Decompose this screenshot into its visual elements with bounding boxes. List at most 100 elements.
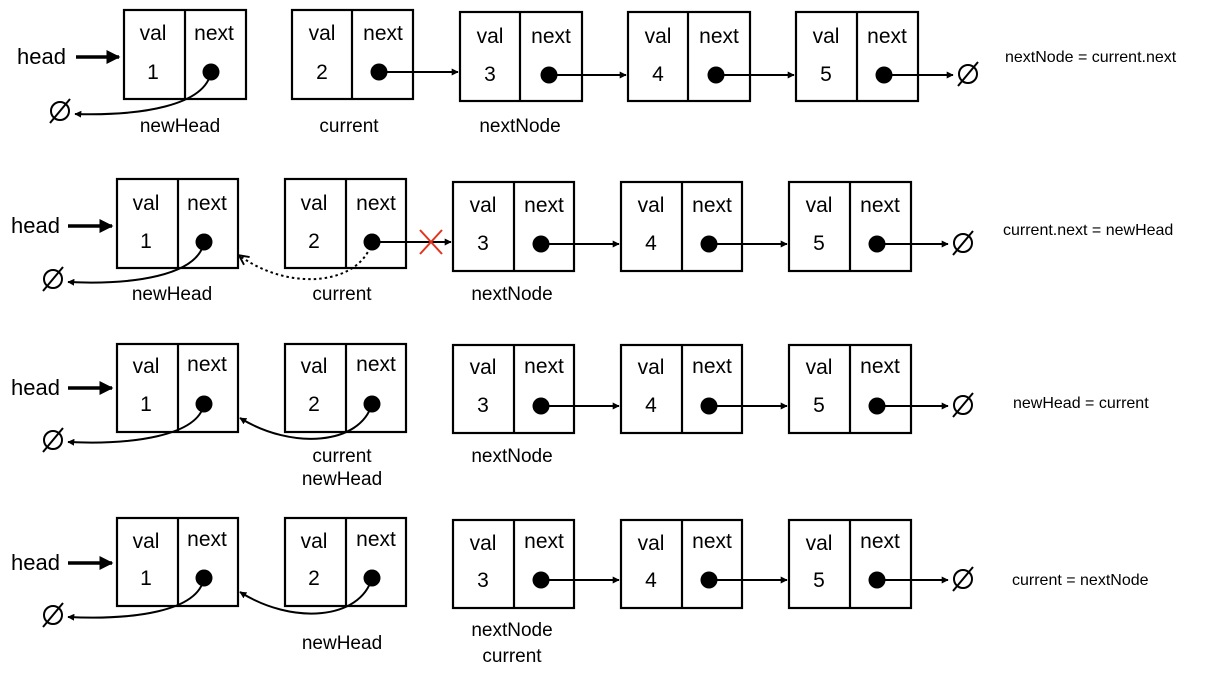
node-4: val next 4 <box>619 343 744 435</box>
val-label: val <box>645 25 672 48</box>
pointer-arrow <box>67 403 205 446</box>
variable-label: nextNode <box>471 620 552 641</box>
val-label: val <box>470 532 497 555</box>
null-icon <box>42 266 64 292</box>
node-5: val next 5 <box>787 518 913 610</box>
node-value: 4 <box>645 394 657 417</box>
step-1: head val next 1 val next 2 <box>17 8 1177 137</box>
val-label: val <box>301 355 328 378</box>
node-1: val next 1 <box>115 342 240 434</box>
node-2: val next 2 <box>283 516 408 608</box>
node-value: 3 <box>484 63 496 86</box>
null-icon <box>42 602 64 628</box>
new-pointer-arrow <box>240 241 373 281</box>
variable-label: current <box>312 446 372 467</box>
node-value: 2 <box>316 61 328 84</box>
next-label: next <box>363 22 403 45</box>
null-icon <box>957 61 979 87</box>
variable-label: newHead <box>302 633 382 654</box>
variable-label: nextNode <box>471 284 552 305</box>
val-label: val <box>638 356 665 379</box>
node-5: val next 5 <box>787 343 913 435</box>
operation-label: current.next = newHead <box>1003 222 1173 239</box>
pointer-arrow <box>67 241 205 286</box>
next-label: next <box>860 355 900 378</box>
operation-label: newHead = current <box>1013 395 1149 412</box>
val-label: val <box>309 22 336 45</box>
val-label: val <box>470 356 497 379</box>
val-label: val <box>813 25 840 48</box>
node-value: 5 <box>813 394 825 417</box>
next-label: next <box>860 194 900 217</box>
null-icon <box>952 392 974 418</box>
cut-mark-icon <box>419 229 443 255</box>
pointer-arrow <box>239 577 373 615</box>
val-label: val <box>638 194 665 217</box>
val-label: val <box>470 194 497 217</box>
null-icon <box>49 98 71 124</box>
step-4: head val next 1 val next 2 val <box>11 516 1149 667</box>
node-value: 4 <box>645 232 657 255</box>
next-label: next <box>356 528 396 551</box>
node-value: 2 <box>308 567 320 590</box>
node-2: val next 2 <box>290 8 415 101</box>
operation-label: nextNode = current.next <box>1005 49 1177 66</box>
next-label: next <box>356 192 396 215</box>
node-value: 1 <box>140 230 152 253</box>
node-1: val next 1 <box>122 8 248 101</box>
node-3: val next 3 <box>451 343 576 435</box>
variable-label: current <box>312 284 372 305</box>
next-label: next <box>194 22 234 45</box>
node-value: 5 <box>813 569 825 592</box>
null-icon <box>952 566 974 592</box>
next-label: next <box>692 530 732 553</box>
variable-label: nextNode <box>479 116 560 137</box>
node-5: val next 5 <box>794 10 920 103</box>
node-4: val next 4 <box>619 518 744 610</box>
node-2: val next 2 <box>283 342 408 434</box>
next-label: next <box>356 353 396 376</box>
next-label: next <box>187 192 227 215</box>
node-value: 2 <box>308 230 320 253</box>
variable-label: newHead <box>140 116 220 137</box>
node-2: val next 2 <box>283 177 408 270</box>
node-value: 3 <box>477 232 489 255</box>
step-3: head val next 1 val next 2 val <box>11 342 1149 490</box>
val-label: val <box>806 532 833 555</box>
node-4: val next 4 <box>626 10 752 103</box>
val-label: val <box>638 532 665 555</box>
next-label: next <box>692 194 732 217</box>
next-label: next <box>187 528 227 551</box>
variable-label: nextNode <box>471 446 552 467</box>
variable-label: newHead <box>132 284 212 305</box>
val-label: val <box>133 530 160 553</box>
null-icon <box>42 427 64 453</box>
next-label: next <box>524 355 564 378</box>
pointer-arrow <box>239 403 373 440</box>
next-label: next <box>187 353 227 376</box>
head-label: head <box>11 213 60 238</box>
val-label: val <box>301 530 328 553</box>
node-5: val next 5 <box>787 180 913 273</box>
node-value: 2 <box>308 393 320 416</box>
next-label: next <box>860 530 900 553</box>
val-label: val <box>806 356 833 379</box>
val-label: val <box>140 22 167 45</box>
node-value: 4 <box>652 63 664 86</box>
pointer-arrow <box>74 71 212 118</box>
node-1: val next 1 <box>115 516 240 608</box>
val-label: val <box>133 355 160 378</box>
operation-label: current = nextNode <box>1012 572 1149 589</box>
node-value: 4 <box>645 569 657 592</box>
val-label: val <box>477 25 504 48</box>
val-label: val <box>301 192 328 215</box>
variable-label: current <box>482 646 542 667</box>
node-1: val next 1 <box>115 177 240 270</box>
node-value: 3 <box>477 394 489 417</box>
node-value: 3 <box>477 569 489 592</box>
node-value: 1 <box>147 61 159 84</box>
pointer-arrow <box>67 577 205 621</box>
node-3: val next 3 <box>451 180 576 273</box>
next-label: next <box>692 355 732 378</box>
